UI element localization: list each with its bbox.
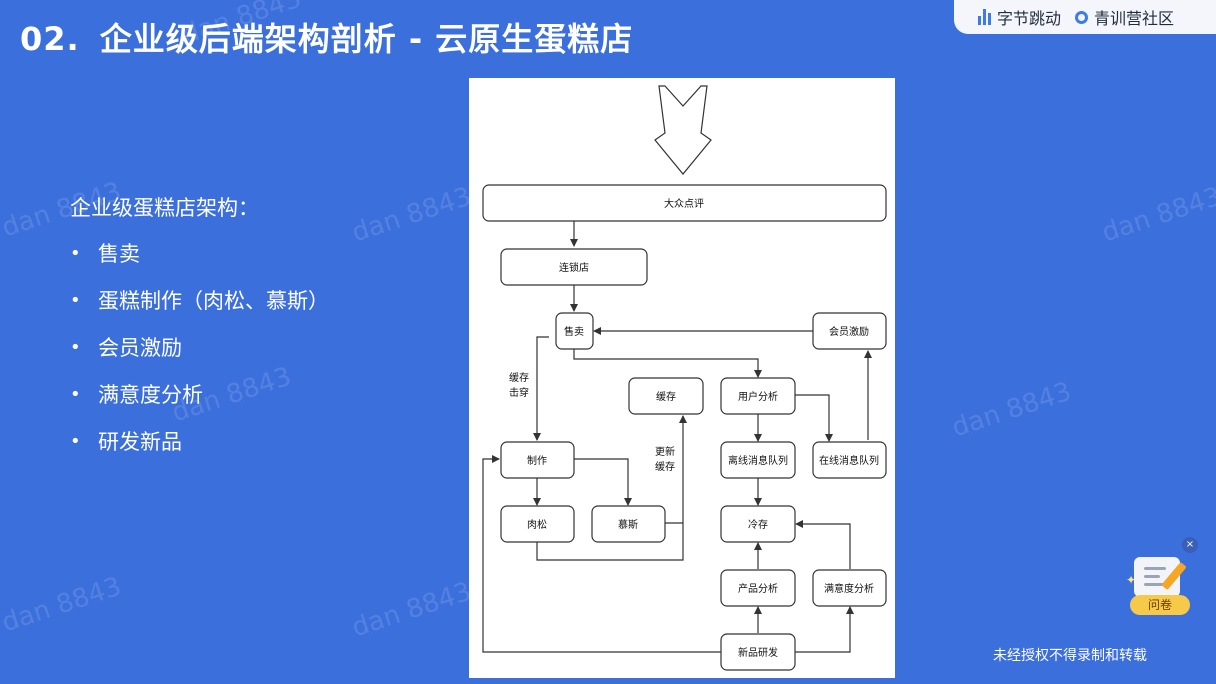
bullet-icon: • xyxy=(70,430,81,452)
watermark: dan 8843 xyxy=(348,181,475,249)
node-label: 制作 xyxy=(527,454,547,467)
list-item-label: 售卖 xyxy=(98,242,140,266)
node-label: 离线消息队列 xyxy=(728,454,788,467)
edge-xinpin-manyidu xyxy=(795,606,854,653)
watermark: dan 8843 xyxy=(0,571,125,639)
logo-qingxunying-label: 青训营社区 xyxy=(1094,9,1175,28)
bullet-icon: • xyxy=(70,242,81,264)
node-label: 用户分析 xyxy=(738,390,778,403)
node-label: 新品研发 xyxy=(738,646,778,659)
copyright-notice: 未经授权不得录制和转载 xyxy=(993,648,1147,664)
edge-label-cache-update: 更新 xyxy=(655,445,675,458)
node-label: 满意度分析 xyxy=(824,582,874,595)
node-label: 冷存 xyxy=(748,518,768,531)
node-zaixian: 在线消息队列 xyxy=(812,441,887,479)
node-label: 会员激励 xyxy=(829,325,869,338)
list-item-label: 满意度分析 xyxy=(98,383,203,407)
node-manyidu: 满意度分析 xyxy=(812,569,887,607)
node-dazhong: 大众点评 xyxy=(482,184,887,222)
edge-zhizuo-musi xyxy=(574,458,632,506)
node-huancun: 缓存 xyxy=(628,377,704,415)
bullet-icon: • xyxy=(70,289,81,311)
watermark: dan 8843 xyxy=(1098,181,1216,249)
watermark: dan 8843 xyxy=(948,376,1075,444)
node-label: 产品分析 xyxy=(738,582,778,595)
node-lixian: 离线消息队列 xyxy=(720,441,796,479)
node-label: 售卖 xyxy=(564,325,584,338)
edge-label-cache-update: 缓存 xyxy=(655,460,675,473)
edge-label-cache-miss: 击穿 xyxy=(509,386,529,399)
node-lengcun: 冷存 xyxy=(720,505,796,543)
watermark: dan 8843 xyxy=(348,576,475,644)
list-item: • 蛋糕制作（肉松、慕斯） xyxy=(70,285,329,315)
edge-label-cache-miss: 缓存 xyxy=(509,371,529,384)
bullet-icon: • xyxy=(70,383,81,405)
node-liansuo: 连锁店 xyxy=(500,248,648,286)
architecture-diagram: 缓存 击穿 更新 缓存 大众点评 连锁店 售卖 会员激励 缓存 用户分析 xyxy=(469,78,895,678)
edge-shoumai-zhizuo xyxy=(533,336,549,441)
node-shoumai: 售卖 xyxy=(555,312,594,350)
node-chanpin: 产品分析 xyxy=(720,569,796,607)
bullet-icon: • xyxy=(70,336,81,358)
outline-list: • 售卖 • 蛋糕制作（肉松、慕斯） • 会员激励 • 满意度分析 • 研发新品 xyxy=(70,238,329,456)
node-huiyuan: 会员激励 xyxy=(812,312,887,350)
node-label: 连锁店 xyxy=(559,261,589,274)
slide-title: 企业级后端架构剖析 - 云原生蛋糕店 xyxy=(99,20,634,58)
edge-manyidu-lengcun xyxy=(795,520,851,569)
list-item-label: 研发新品 xyxy=(98,430,182,454)
architecture-diagram-svg: 缓存 击穿 更新 缓存 大众点评 连锁店 售卖 会员激励 缓存 用户分析 xyxy=(482,85,887,671)
edge-yonghu-zaixian xyxy=(795,394,833,442)
survey-widget[interactable]: ✦ 问卷 × xyxy=(1126,537,1198,617)
node-label: 在线消息队列 xyxy=(819,454,879,467)
list-item: • 研发新品 xyxy=(70,426,329,456)
node-xinpin: 新品研发 xyxy=(720,633,796,671)
node-label: 缓存 xyxy=(656,390,676,403)
list-item: • 售卖 xyxy=(70,238,329,268)
node-yonghu: 用户分析 xyxy=(720,377,796,415)
node-zhizuo: 制作 xyxy=(500,441,575,479)
page-title: 02. 企业级后端架构剖析 - 云原生蛋糕店 xyxy=(20,14,633,60)
logo-bytedance: 字节跳动 xyxy=(978,5,1061,29)
list-item: • 满意度分析 xyxy=(70,379,329,409)
node-label: 肉松 xyxy=(527,518,547,531)
ring-logo-icon xyxy=(1075,10,1089,24)
outline-intro: 企业级蛋糕店架构： xyxy=(70,196,259,220)
node-label: 大众点评 xyxy=(664,197,704,210)
logo-bar: 字节跳动 青训营社区 xyxy=(954,0,1216,34)
list-item-label: 会员激励 xyxy=(98,336,182,360)
edge-shoumai-yonghu xyxy=(573,349,762,378)
list-item: • 会员激励 xyxy=(70,332,329,362)
logo-qingxunying: 青训营社区 xyxy=(1075,5,1174,29)
close-icon[interactable]: × xyxy=(1182,537,1198,553)
edge-rousong-huancun xyxy=(536,415,687,561)
logo-bytedance-label: 字节跳动 xyxy=(997,9,1062,28)
bytedance-bars-icon xyxy=(978,9,991,25)
architecture-outline: 企业级蛋糕店架构： • 售卖 • 蛋糕制作（肉松、慕斯） • 会员激励 • 满意度分析 … xyxy=(70,192,329,473)
node-rousong: 肉松 xyxy=(500,505,575,543)
edge-xinpin-zhizuo xyxy=(482,455,721,653)
slide-number: 02. xyxy=(20,20,80,58)
sparkle-icon: ✦ xyxy=(1126,573,1137,587)
list-item-label: 蛋糕制作（肉松、慕斯） xyxy=(98,289,329,313)
node-label: 慕斯 xyxy=(618,518,638,531)
entry-arrow-icon xyxy=(654,85,712,175)
node-musi: 慕斯 xyxy=(591,505,666,543)
survey-button[interactable]: 问卷 xyxy=(1130,595,1190,615)
